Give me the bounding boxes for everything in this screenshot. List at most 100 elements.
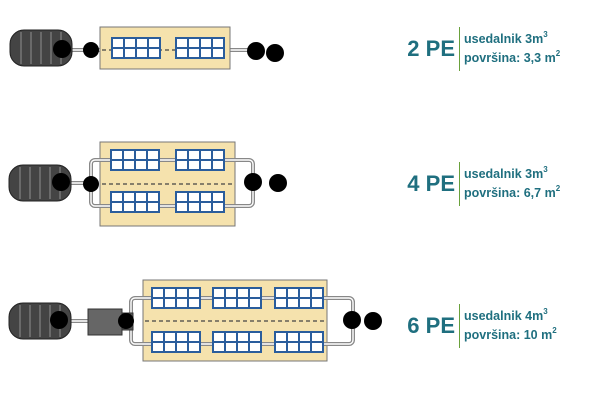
septic-tank-icon (8, 164, 72, 202)
module-pane (276, 299, 286, 307)
module-pane (148, 193, 158, 201)
module-pane (177, 343, 187, 351)
module-pane (149, 39, 159, 47)
module-pane (165, 343, 175, 351)
module-pane (213, 151, 223, 159)
module-pane (149, 49, 159, 57)
module-pane (213, 161, 223, 169)
area-line: površina: 10 m2 (464, 326, 557, 345)
module-pane (276, 289, 286, 297)
septic-tank-icon (9, 29, 73, 67)
module-pane (124, 203, 134, 211)
module-pane (165, 299, 175, 307)
system-info-6pe: 6 PE usedalnik 4m3 površina: 10 m2 (380, 304, 600, 348)
pipe-junction-dot (50, 311, 68, 329)
module-pane (312, 289, 322, 297)
module-pane (213, 49, 223, 57)
module-pane (276, 343, 286, 351)
info-divider (459, 162, 460, 206)
module-pane (250, 299, 260, 307)
module-pane (312, 343, 322, 351)
module-pane (226, 333, 236, 341)
module-pane (250, 343, 260, 351)
module-pane (153, 343, 163, 351)
filter-module-icon (151, 287, 201, 309)
module-frame (175, 149, 225, 171)
module-pane (300, 299, 310, 307)
pipe-junction-dot (53, 40, 71, 58)
module-pane (112, 193, 122, 201)
pipe-junction-dot (247, 42, 265, 60)
module-pane (125, 39, 135, 47)
module-pane (137, 39, 147, 47)
module-pane (226, 299, 236, 307)
pe-label: 6 PE (407, 313, 455, 338)
module-frame (151, 287, 201, 309)
info-divider (459, 27, 460, 71)
module-frame (274, 287, 324, 309)
module-pane (213, 39, 223, 47)
area-label: površina: 3,3 m (464, 51, 556, 65)
module-pane (177, 203, 187, 211)
module-pane (201, 161, 211, 169)
pipe-junction-dot (118, 313, 134, 329)
module-pane (214, 343, 224, 351)
module-pane (238, 343, 248, 351)
module-pane (214, 299, 224, 307)
module-pane (288, 343, 298, 351)
settler-label: usedalnik 3m (464, 32, 544, 46)
settler-label: usedalnik 4m (464, 309, 544, 323)
system-4pe (8, 141, 287, 227)
module-pane (136, 203, 146, 211)
module-frame (151, 331, 201, 353)
filter-module-icon (274, 287, 324, 309)
module-pane (124, 151, 134, 159)
area-unit-sup: 2 (555, 183, 561, 193)
module-pane (300, 333, 310, 341)
module-pane (112, 203, 122, 211)
module-frame (175, 37, 225, 59)
module-pane (189, 343, 199, 351)
system-6pe (8, 279, 382, 362)
module-pane (148, 203, 158, 211)
pipe-junction-dot (244, 173, 262, 191)
module-pane (213, 193, 223, 201)
module-pane (214, 333, 224, 341)
module-pane (189, 193, 199, 201)
filter-module-icon (212, 287, 262, 309)
module-pane (201, 193, 211, 201)
module-pane (214, 289, 224, 297)
module-pane (124, 161, 134, 169)
module-pane (189, 161, 199, 169)
module-pane (288, 333, 298, 341)
module-pane (177, 151, 187, 159)
module-pane (300, 343, 310, 351)
module-pane (189, 49, 199, 57)
module-pane (136, 161, 146, 169)
filter-module-icon (212, 331, 262, 353)
module-pane (189, 151, 199, 159)
module-pane (177, 299, 187, 307)
module-pane (189, 289, 199, 297)
module-pane (112, 151, 122, 159)
module-pane (177, 161, 187, 169)
module-frame (274, 331, 324, 353)
module-pane (250, 333, 260, 341)
module-pane (136, 151, 146, 159)
filter-module-icon (110, 191, 160, 213)
module-pane (125, 49, 135, 57)
module-pane (153, 333, 163, 341)
module-pane (250, 289, 260, 297)
module-pane (288, 289, 298, 297)
module-pane (177, 333, 187, 341)
module-pane (165, 333, 175, 341)
area-label: površina: 10 m (464, 328, 553, 342)
module-pane (113, 49, 123, 57)
module-pane (189, 39, 199, 47)
module-pane (238, 299, 248, 307)
spec-text: usedalnik 3m3 površina: 6,7 m2 (464, 165, 560, 203)
module-pane (177, 289, 187, 297)
module-pane (124, 193, 134, 201)
pipe-junction-dot (266, 44, 284, 62)
module-pane (177, 49, 187, 57)
